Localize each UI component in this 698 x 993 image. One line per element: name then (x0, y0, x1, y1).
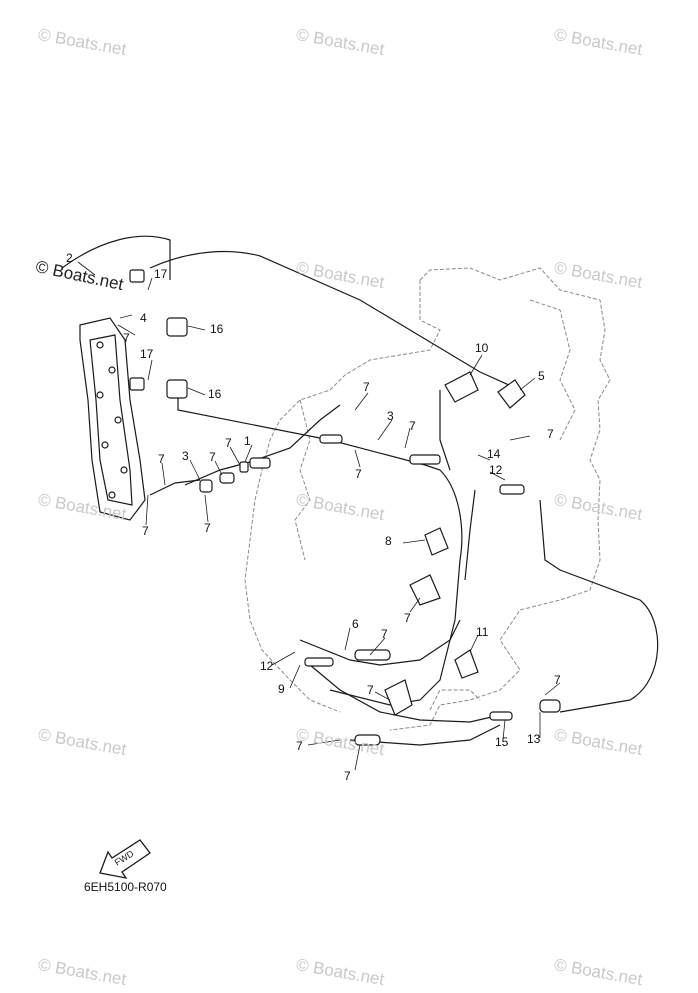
callout-number: 7 (409, 419, 416, 433)
callout-number: 13 (527, 732, 541, 746)
callout-number: 17 (154, 267, 168, 281)
engine-outline (244, 267, 611, 731)
callout-number: 7 (344, 769, 351, 783)
callout-number: 9 (278, 682, 285, 696)
callout-number: 7 (296, 739, 303, 753)
diagram-code: 6EH5100-R070 (84, 880, 167, 894)
callout-number: 7 (142, 524, 149, 538)
callout-number: 7 (381, 627, 388, 641)
callout-number: 7 (355, 467, 362, 481)
callout-number: 10 (475, 341, 489, 355)
callout-number: 2 (66, 251, 73, 265)
callout-number: 4 (140, 311, 147, 325)
callout-number: 15 (495, 735, 509, 749)
callout-number: 7 (547, 427, 554, 441)
callout-number: 7 (404, 611, 411, 625)
callout-number: 7 (209, 450, 216, 464)
gasket-plate (79, 317, 146, 521)
callout-leaders (77, 261, 561, 771)
callout-number: 5 (538, 369, 545, 383)
callout-number: 7 (554, 673, 561, 687)
callout-number: 3 (387, 409, 394, 423)
fwd-arrow: FWD (99, 839, 151, 879)
callout-number: 3 (182, 449, 189, 463)
clamps-and-fittings (129, 269, 561, 746)
callout-number: 7 (204, 521, 211, 535)
callout-number: 6 (352, 617, 359, 631)
callout-number: 16 (210, 322, 224, 336)
callout-number: 12 (260, 659, 274, 673)
callout-number: 14 (487, 447, 501, 461)
callout-number: 8 (385, 534, 392, 548)
callout-number: 7 (367, 683, 374, 697)
callout-number: 16 (208, 387, 222, 401)
callout-number: 7 (363, 380, 370, 394)
callout-number: 11 (476, 625, 489, 639)
callout-number: 7 (158, 452, 165, 466)
callout-number: 12 (489, 463, 503, 477)
callout-number: 17 (140, 347, 154, 361)
callout-number: 1 (244, 434, 251, 448)
pipe-lines (61, 235, 659, 746)
callout-number: 7 (225, 436, 232, 450)
callout-number: 7 (123, 331, 130, 345)
